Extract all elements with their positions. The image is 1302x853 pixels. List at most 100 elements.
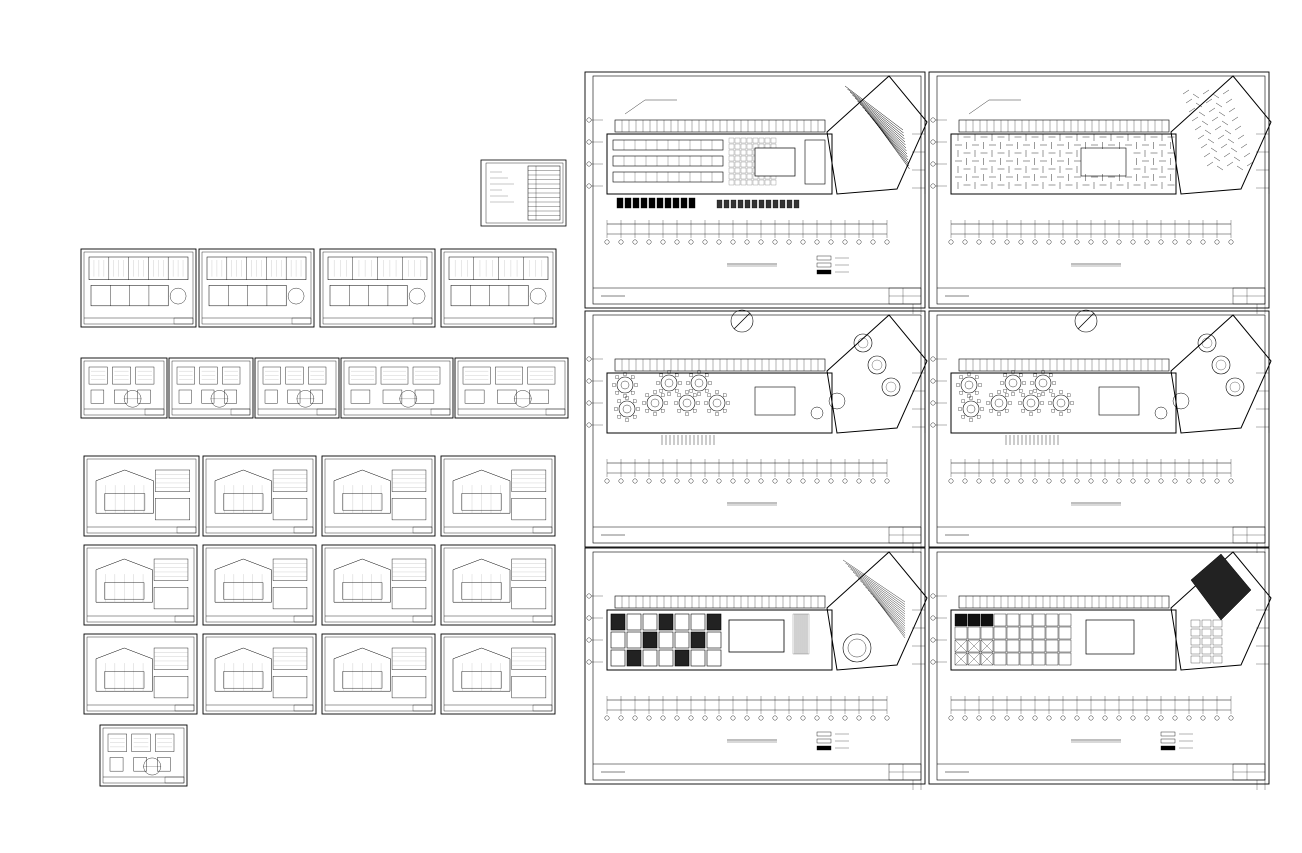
floor-pattern: [612, 333, 901, 445]
detail-sheets-row-6: [99, 724, 188, 787]
thumbnail-sheet: [202, 455, 317, 537]
sheet-border: [319, 248, 436, 328]
detail-drawing: [107, 733, 175, 776]
sheet-frame: [443, 251, 554, 325]
section-sheets-row-3: [83, 455, 556, 537]
sheet-frame: [343, 360, 451, 416]
thumbnail-sheet: [319, 248, 436, 328]
title-block: [174, 615, 195, 623]
title-block: [293, 526, 314, 534]
sheet-frame: [324, 547, 433, 623]
title-block: [174, 704, 195, 712]
sheet-frame: [443, 547, 553, 623]
angled-wing: [826, 551, 928, 671]
floor-plan-sheet-6: [928, 547, 1272, 790]
section-sheets-row-4: [83, 544, 556, 626]
thumbnail-sheet: [202, 544, 317, 626]
sheet-border: [168, 357, 254, 419]
section-drawing: [214, 558, 308, 610]
detail-drawing: [262, 366, 327, 408]
floor-plan-sheet-2: [928, 71, 1272, 314]
thumbnail-sheet: [321, 544, 436, 626]
thumbnail-sheet: [83, 455, 200, 537]
sheet-border: [99, 724, 188, 787]
sheet-frame: [936, 551, 1266, 781]
sheet-frame: [592, 75, 922, 305]
elevation-sheets-row-1: [80, 248, 557, 328]
sheet-border: [584, 310, 926, 548]
title-block: [412, 526, 433, 534]
floor-plan: [930, 75, 1272, 267]
sheet-frame: [83, 360, 165, 416]
elevation-drawing: [88, 256, 189, 307]
floor-plan: [930, 551, 1272, 751]
title-block: [291, 317, 312, 325]
sheet-frame: [86, 636, 195, 712]
title-block: [144, 408, 165, 416]
sheet-border: [340, 357, 454, 419]
thumbnail-sheet: [454, 357, 569, 419]
section-drawing: [214, 647, 308, 699]
thumbnail-sheet: [440, 633, 556, 715]
dimension-axes: [930, 117, 1270, 245]
title-block: [888, 287, 922, 305]
title-block: [293, 704, 314, 712]
dimension-axes: [586, 117, 926, 245]
stair-core: [1085, 619, 1135, 655]
floor-pattern: [956, 333, 1245, 445]
sheet-frame: [443, 458, 553, 534]
thumbnail-sheet: [440, 455, 556, 537]
angled-wing: [1170, 75, 1272, 195]
floor-plan: [586, 551, 928, 751]
stair-core: [1080, 147, 1127, 177]
dimension-axes: [930, 593, 1270, 721]
dimension-axes: [930, 356, 1270, 484]
floor-plan-sheet-3: [584, 309, 928, 553]
floor-pattern: [954, 553, 1252, 666]
sheet-border: [928, 310, 1270, 548]
sheet-frame: [936, 75, 1266, 305]
title-block: [230, 408, 251, 416]
index-table: [527, 165, 561, 221]
sheet-border: [202, 633, 317, 715]
sheet-border: [454, 357, 569, 419]
title-block: [1232, 763, 1266, 781]
main-hall: [950, 372, 1177, 434]
thumbnail-sheet: [80, 357, 168, 419]
stair-core: [1098, 386, 1140, 416]
sheet-border: [80, 357, 168, 419]
stair-core: [754, 147, 796, 177]
section-drawing: [452, 469, 547, 521]
floor-plan: [586, 309, 928, 506]
elevation-drawing: [327, 256, 428, 307]
callout-note: [624, 99, 677, 115]
thumbnail-sheet: [321, 455, 436, 537]
floor-plan: [586, 75, 928, 275]
sheet-border: [321, 633, 436, 715]
sheet-border: [440, 455, 556, 537]
dimension-axes: [586, 356, 926, 484]
title-block: [293, 615, 314, 623]
section-drawing: [95, 558, 189, 610]
floor-plan-sheet-5: [584, 547, 928, 790]
section-drawing: [452, 647, 547, 699]
sheet-frame: [324, 636, 433, 712]
sheet-border: [83, 633, 198, 715]
section-drawing: [333, 558, 427, 610]
legend: [816, 731, 849, 751]
sheet-border: [480, 159, 567, 227]
thumbnail-sheet: [440, 248, 557, 328]
sheet-frame: [457, 360, 566, 416]
thumbnail-sheet: [83, 544, 198, 626]
thumbnail-sheet: [202, 633, 317, 715]
elevation-drawing: [206, 256, 307, 307]
title-block: [412, 317, 433, 325]
thumbnail-sheet: [321, 633, 436, 715]
sheet-frame: [592, 314, 922, 544]
sheet-border: [83, 455, 200, 537]
thumbnail-sheet: [440, 544, 556, 626]
title-block: [545, 408, 566, 416]
thumbnail-sheet: [198, 248, 315, 328]
sheet-frame: [443, 636, 553, 712]
stair-core: [728, 619, 785, 653]
